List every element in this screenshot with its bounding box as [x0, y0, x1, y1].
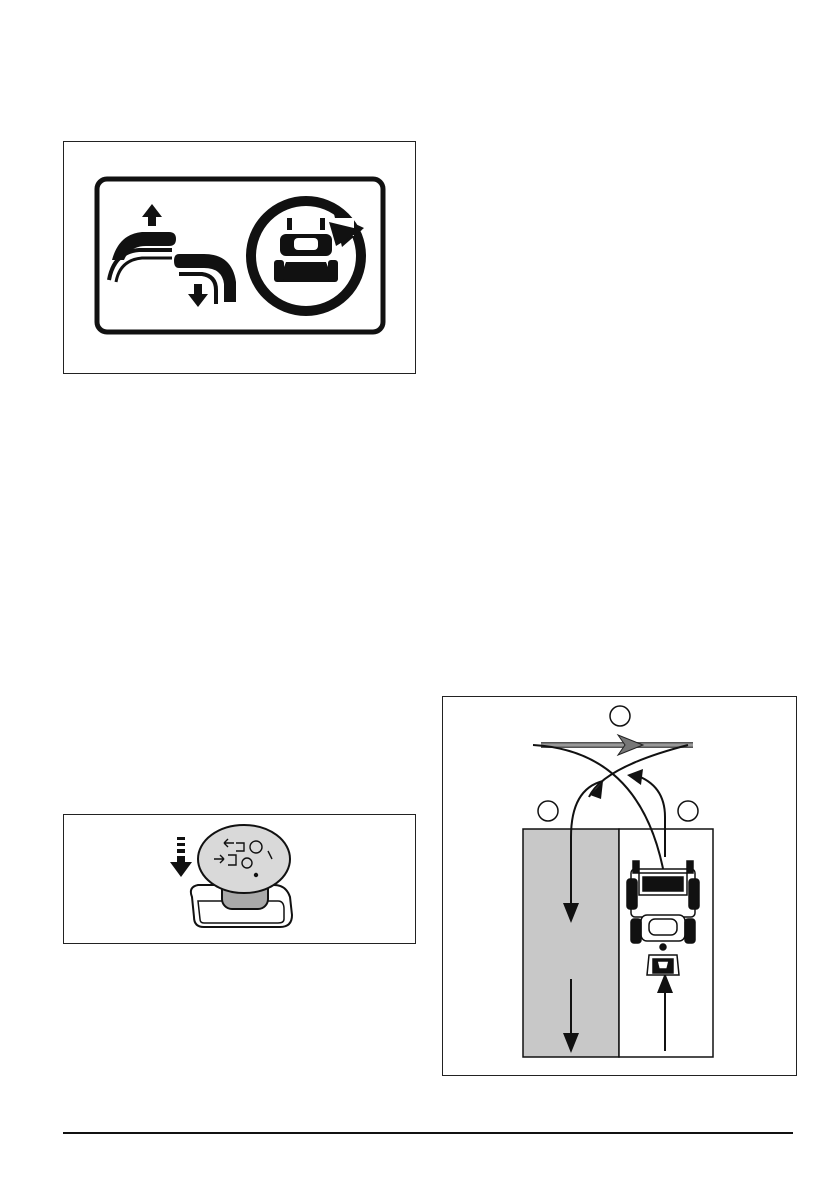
rotating-tractor-icon: [251, 201, 364, 311]
push-down-arrow-icon: [170, 837, 192, 877]
figure-mowing-pattern: [442, 696, 797, 1076]
figure-drive-lever-label: [63, 141, 416, 374]
footer-rule: [63, 1132, 793, 1134]
callout-circle: [538, 801, 558, 821]
callout-circle: [610, 706, 630, 726]
lever-down-arrow-icon: [174, 254, 236, 307]
drive-lever-label-illustration: [64, 142, 415, 373]
figure-push-button-control: [63, 814, 416, 944]
mowing-pattern-illustration: [443, 697, 796, 1075]
lever-up-arrow-icon: [109, 204, 176, 282]
callout-circle: [678, 801, 698, 821]
push-button-illustration: [64, 815, 415, 943]
